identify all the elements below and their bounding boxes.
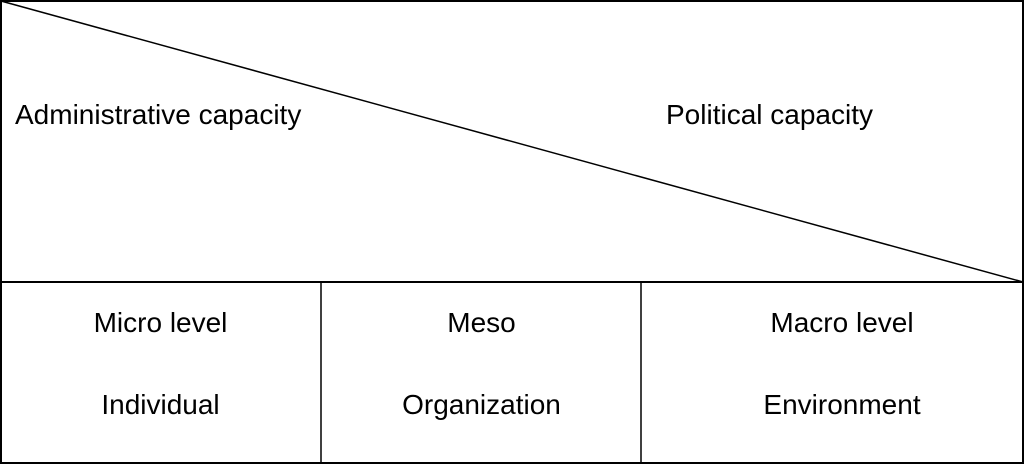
level-unit: Individual: [101, 389, 220, 420]
micro-level-cell: Micro level Individual: [1, 283, 320, 463]
meso-level-cell: Meso Organization: [322, 283, 641, 463]
level-name: Micro level: [93, 307, 228, 338]
macro-level-cell: Macro level Environment: [642, 283, 1024, 463]
level-name: Macro level: [770, 307, 914, 338]
administrative-capacity-label: Administrative capacity: [15, 99, 302, 130]
level-unit: Environment: [763, 389, 921, 420]
diagonal-divider: [0, 0, 1024, 283]
level-unit: Organization: [402, 389, 561, 420]
level-name: Meso: [447, 307, 516, 338]
political-capacity-label: Political capacity: [666, 99, 873, 130]
